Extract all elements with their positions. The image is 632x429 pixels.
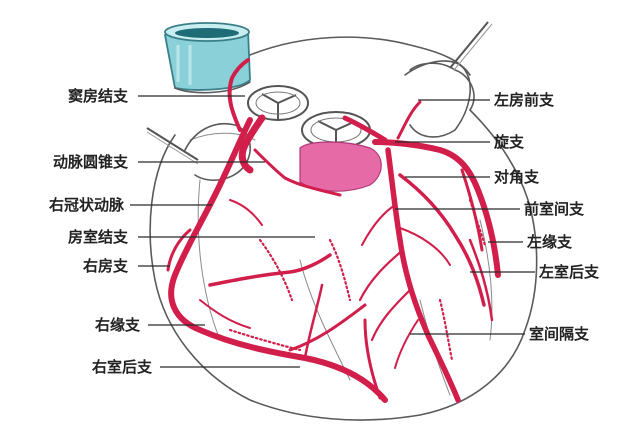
pulmonary-valve (248, 86, 308, 120)
label-right-coronary-artery: 右冠状动脉 (49, 196, 125, 214)
label-septal-branch: 室间隔支 (529, 325, 590, 343)
label-av-node-branch: 房室结支 (68, 228, 129, 246)
label-right-marginal-branch: 右缘支 (95, 316, 141, 334)
label-diagonal-branch: 对角支 (494, 168, 540, 186)
label-circumflex-branch: 旋支 (493, 133, 525, 151)
label-left-ventricular-posterior-branch: 左室后支 (538, 263, 600, 281)
label-anterior-interventricular-branch: 前室间支 (524, 200, 585, 218)
label-right-atrial-branch: 右房支 (83, 257, 129, 275)
label-right-ventricular-posterior-branch: 右室后支 (92, 358, 153, 376)
left-labels: 窦房结支 动脉圆锥支 右冠状动脉 房室结支 右房支 右缘支 右室后支 (49, 87, 153, 376)
label-left-marginal-branch: 左缘支 (526, 233, 573, 251)
left-atrium-region (300, 142, 381, 191)
right-labels: 左房前支 旋支 对角支 前室间支 左缘支 左室后支 室间隔支 (493, 91, 600, 343)
aorta (165, 23, 250, 93)
label-sinus-node-branch: 窦房结支 (68, 87, 129, 105)
label-conus-branch: 动脉圆锥支 (53, 153, 129, 171)
coronary-arteries (168, 60, 498, 400)
label-left-atrial-anterior-branch: 左房前支 (493, 91, 555, 109)
